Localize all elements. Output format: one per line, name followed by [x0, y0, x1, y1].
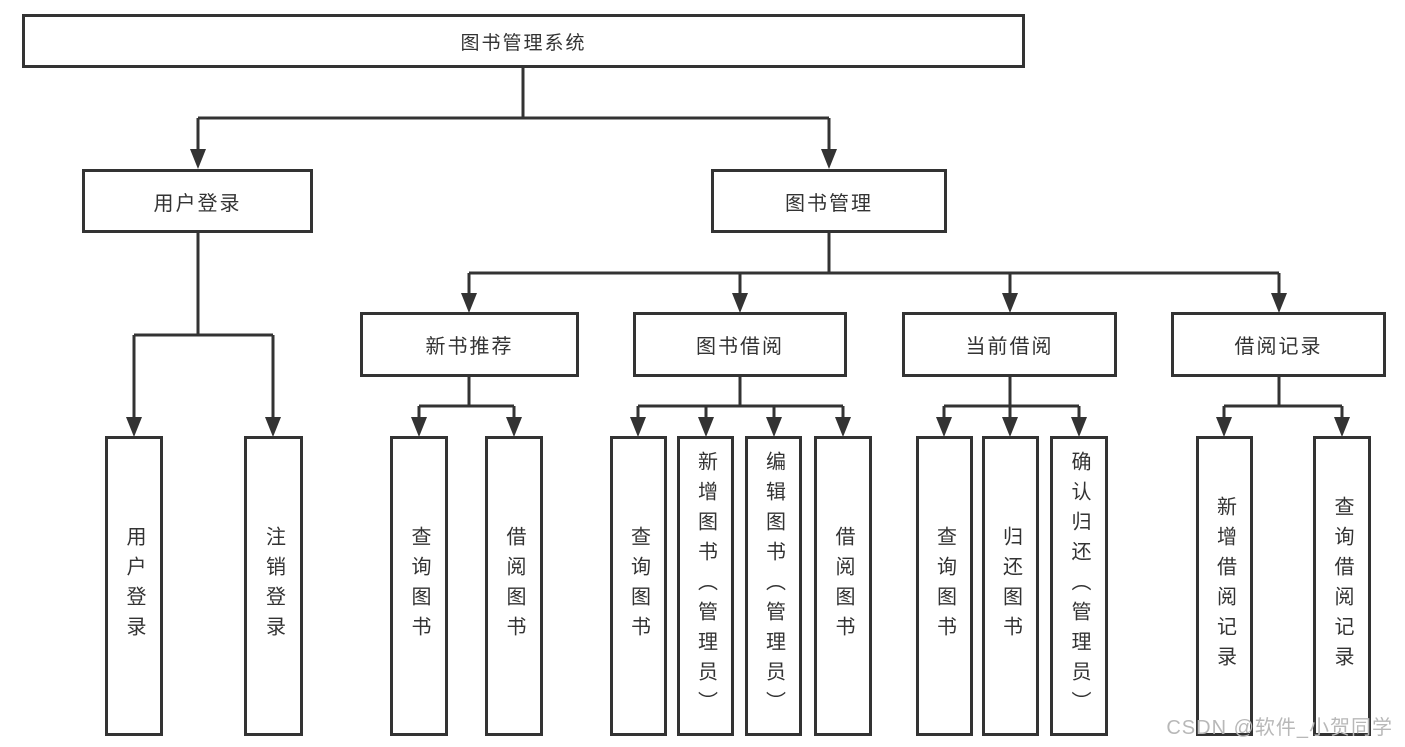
connector-stems — [132, 68, 1344, 419]
leaf-newbook-borrow-books: 借阅图书 — [485, 436, 543, 736]
node-book-management: 图书管理 — [711, 169, 947, 233]
node-label: 借阅图书 — [503, 526, 525, 646]
node-label: 查询图书 — [933, 526, 956, 646]
node-label: 注销登录 — [262, 526, 285, 646]
node-label: 查询图书 — [627, 526, 650, 646]
node-label: 借阅图书 — [832, 526, 854, 646]
node-label: 新增借阅记录 — [1213, 496, 1236, 676]
leaf-records-query-record: 查询借阅记录 — [1313, 436, 1371, 736]
watermark: CSDN @软件_小贺同学 — [1166, 717, 1393, 739]
node-current-borrow: 当前借阅 — [902, 312, 1117, 377]
node-label: 当前借阅 — [965, 336, 1054, 358]
node-root: 图书管理系统 — [22, 14, 1025, 68]
leaf-current-query-books: 查询图书 — [916, 436, 973, 736]
node-borrow-records: 借阅记录 — [1171, 312, 1386, 377]
leaf-borrow-add-book-admin: 新增图书（管理员） — [677, 436, 734, 736]
node-label: 查询借阅记录 — [1331, 496, 1353, 676]
node-label: 确认归还（管理员） — [1068, 451, 1090, 721]
node-book-borrow: 图书借阅 — [633, 312, 847, 377]
leaf-user-login: 用户登录 — [105, 436, 163, 736]
node-label: 归还图书 — [999, 526, 1022, 646]
leaf-logout: 注销登录 — [244, 436, 303, 736]
leaf-records-add-record: 新增借阅记录 — [1196, 436, 1253, 736]
node-label: 图书管理 — [785, 192, 873, 215]
node-new-book-recommend: 新书推荐 — [360, 312, 579, 377]
node-label: 用户登录 — [153, 192, 242, 215]
leaf-current-return-books: 归还图书 — [982, 436, 1039, 736]
leaf-current-confirm-return-admin: 确认归还（管理员） — [1050, 436, 1108, 736]
node-label: 查询图书 — [408, 526, 430, 646]
node-label: 用户登录 — [123, 526, 145, 646]
node-label: 编辑图书（管理员） — [762, 451, 785, 721]
leaf-borrow-query-books: 查询图书 — [610, 436, 667, 736]
node-label: 图书管理系统 — [460, 32, 587, 54]
node-label: 新增图书（管理员） — [694, 451, 717, 721]
leaf-newbook-query-books: 查询图书 — [390, 436, 448, 736]
arrowheads — [126, 149, 1350, 437]
node-label: 新书推荐 — [425, 336, 514, 358]
node-label: 图书借阅 — [696, 336, 784, 358]
leaf-borrow-borrow-books: 借阅图书 — [814, 436, 872, 736]
node-label: 借阅记录 — [1234, 336, 1323, 358]
node-user-login: 用户登录 — [82, 169, 313, 233]
leaf-borrow-edit-book-admin: 编辑图书（管理员） — [745, 436, 802, 736]
